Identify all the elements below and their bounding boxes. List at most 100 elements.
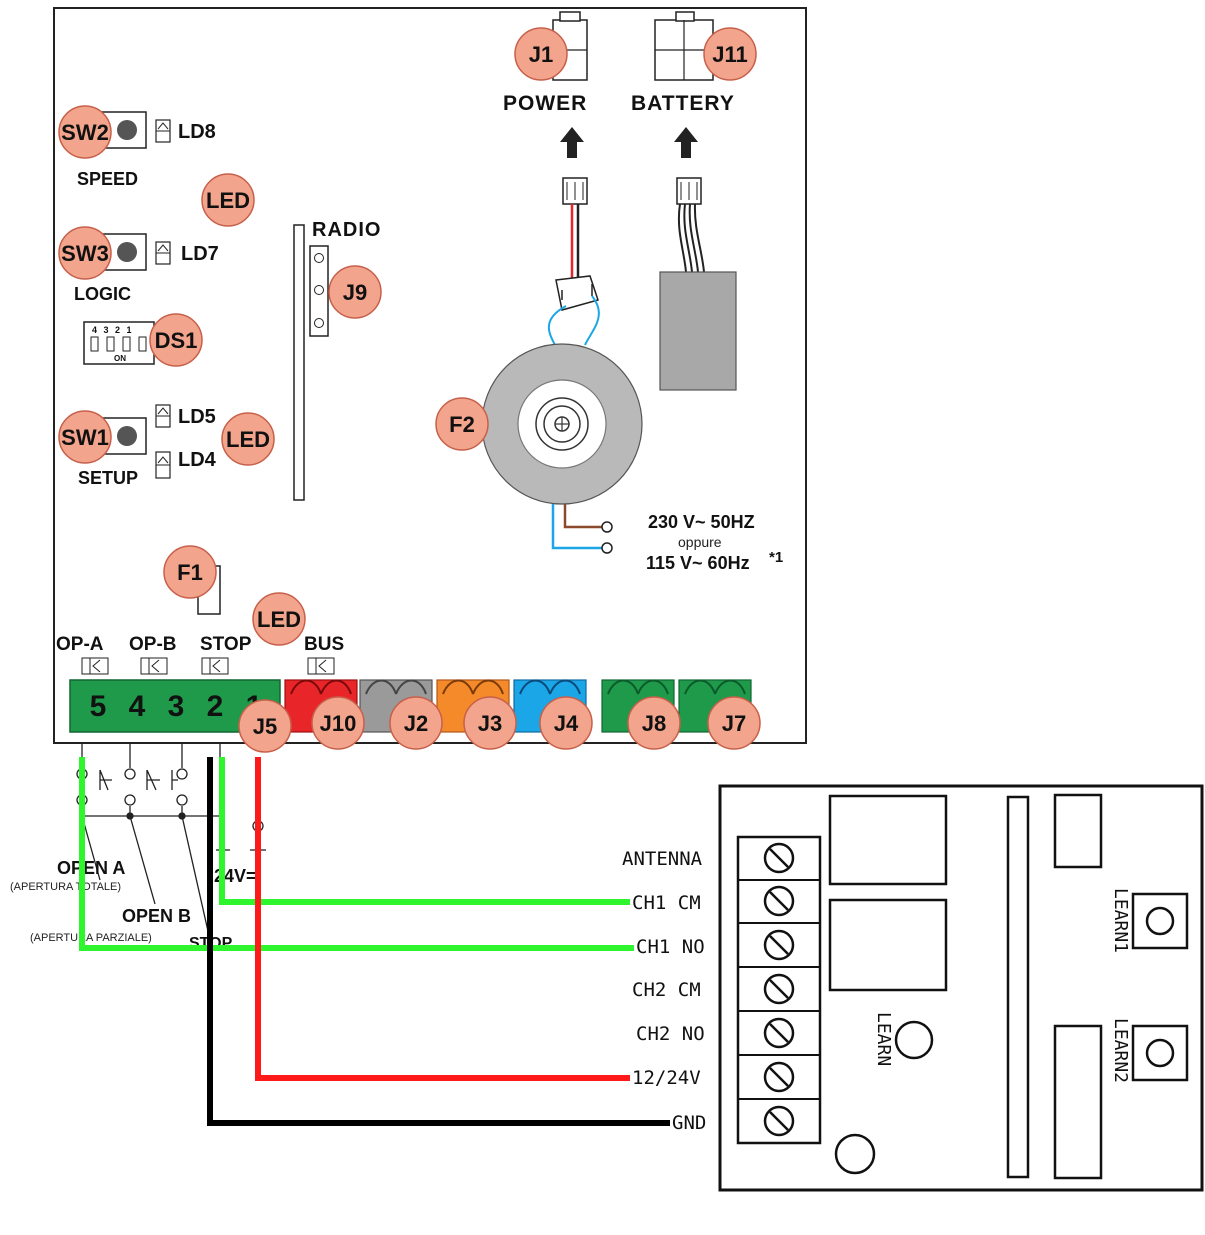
callout-led-3: LED (252, 592, 306, 646)
open-a-label: OPEN A (57, 858, 125, 878)
op-b-label: OP-B (129, 634, 177, 655)
speed-label: SPEED (77, 169, 138, 189)
battery-arrow-icon (674, 127, 698, 158)
oppure-label: oppure (678, 534, 722, 550)
callout-j9: J9 (328, 265, 382, 319)
screw-icon (763, 842, 795, 1137)
relay-2 (828, 898, 948, 992)
callout-sw2: SW2 (58, 105, 112, 159)
callout-j8: J8 (627, 696, 681, 750)
svg-text:J1: J1 (529, 42, 553, 67)
callout-j1: J1 (514, 27, 568, 81)
radio-slot (293, 224, 305, 501)
op-a-label: OP-A (56, 634, 104, 655)
j11-connector (654, 11, 714, 81)
open-b-sub-label: (APERTURA PARZIALE) (30, 932, 152, 944)
ld5-label: LD5 (178, 406, 216, 428)
svg-text:J10: J10 (320, 711, 357, 736)
ld4-label: LD4 (178, 449, 217, 471)
callout-f1: F1 (163, 545, 217, 599)
callout-led-1: LED (201, 173, 255, 227)
callout-led-2: LED (221, 412, 275, 466)
svg-text:J2: J2 (404, 711, 428, 736)
svg-text:J7: J7 (722, 711, 746, 736)
callouts: J1 J11 SW2 LED SW3 J9 DS1 F2 SW1 LED F1 … (58, 27, 761, 753)
black-wire-gnd (207, 757, 670, 1126)
ds1-dip-switch (83, 321, 155, 365)
callout-sw3: SW3 (58, 226, 112, 280)
stop-label: STOP (200, 634, 252, 655)
12-24v-label: 12/24V (632, 1067, 701, 1089)
svg-text:LED: LED (206, 188, 250, 213)
svg-text:J11: J11 (712, 42, 748, 67)
svg-text:LED: LED (226, 427, 270, 452)
mains-terminal (601, 521, 613, 533)
callout-sw1: SW1 (58, 410, 112, 464)
terminal-number: 4 (129, 690, 146, 723)
callout-j3: J3 (463, 696, 517, 750)
input-led-icon (201, 657, 229, 675)
bus-label: BUS (304, 634, 344, 655)
svg-text:J8: J8 (642, 711, 666, 736)
toroidal-transformer (481, 343, 643, 505)
input-led-icon (81, 657, 109, 675)
ld7-led-icon (155, 241, 171, 265)
voltage-230-label: 230 V~ 50HZ (648, 512, 755, 532)
logic-label: LOGIC (74, 284, 131, 304)
ch1-cm-label: CH1 CM (632, 892, 701, 914)
learn1-button (1131, 892, 1189, 950)
callout-j7: J7 (707, 696, 761, 750)
svg-text:F2: F2 (449, 412, 475, 437)
battery-plug (676, 177, 705, 273)
svg-text:DS1: DS1 (155, 328, 198, 353)
svg-text:J4: J4 (554, 711, 579, 736)
learn-label: LEARN (873, 1012, 894, 1066)
green-wire-ch1-cm (219, 757, 630, 905)
ld4-led-icon (155, 451, 171, 479)
power-plug (562, 177, 588, 282)
terminal-number: 2 (207, 690, 224, 723)
svg-text:SW3: SW3 (61, 241, 109, 266)
ds1-numbers-label: 4 3 2 1 (92, 325, 132, 335)
terminal-number: 5 (90, 690, 107, 723)
learn2-button (1131, 1024, 1189, 1082)
transformer-terminal (547, 275, 600, 346)
input-led-icon (307, 657, 335, 675)
callout-j2: J2 (389, 696, 443, 750)
receiver-component (1053, 793, 1103, 869)
svg-text:J9: J9 (343, 280, 367, 305)
receiver-led (834, 1133, 876, 1175)
receiver-component (1053, 1024, 1103, 1180)
mains-terminal (601, 542, 613, 554)
voltage-115-label: 115 V~ 60Hz (646, 553, 750, 573)
power-label: POWER (503, 92, 587, 115)
input-led-icon (140, 657, 168, 675)
ld8-label: LD8 (178, 121, 216, 143)
learn2-label: LEARN2 (1110, 1018, 1131, 1083)
ch2-cm-label: CH2 CM (632, 979, 701, 1001)
callout-ds1: DS1 (149, 313, 203, 367)
radio-label: RADIO (312, 219, 381, 241)
ld5-led-icon (155, 404, 171, 428)
footnote-label: *1 (769, 549, 783, 566)
callout-j5: J5 (238, 699, 292, 753)
ds1-on-label: ON (114, 354, 126, 363)
callout-j11: J11 (703, 27, 757, 81)
receiver-slot (1006, 795, 1030, 1179)
callout-j4: J4 (539, 696, 593, 750)
learn1-label: LEARN1 (1110, 888, 1131, 953)
relay-1 (828, 794, 948, 886)
brown-wire (563, 504, 604, 529)
svg-text:J5: J5 (253, 714, 277, 739)
power-arrow-icon (560, 127, 584, 158)
ld7-label: LD7 (181, 243, 219, 265)
svg-text:J3: J3 (478, 711, 502, 736)
learn-led (894, 1020, 934, 1060)
green-wire-ch1-no (79, 757, 634, 951)
antenna-label: ANTENNA (622, 848, 703, 870)
callout-j10: J10 (311, 696, 365, 750)
callout-f2: F2 (435, 397, 489, 451)
j9-connector (309, 245, 329, 337)
battery-pack (659, 271, 737, 391)
svg-text:LED: LED (257, 607, 301, 632)
